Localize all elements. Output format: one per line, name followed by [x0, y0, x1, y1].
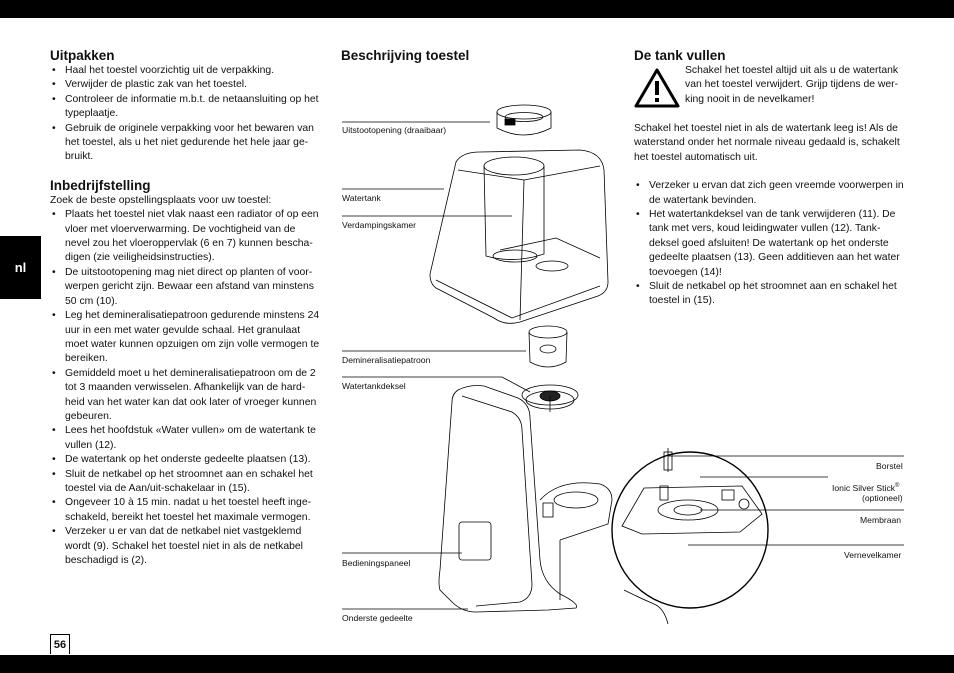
list-item: Controleer de informatie m.b.t. de netaa… [50, 93, 322, 122]
label-brush: Borstel [876, 461, 903, 471]
warning-text: Schakel het toestel altijd uit als u de … [685, 65, 899, 105]
setup-intro: Zoek de beste opstellingsplaats voor uw … [50, 194, 272, 206]
outlet-cap [496, 104, 552, 136]
list-item: Ongeveer 10 à 15 min. nadat u het toeste… [50, 496, 322, 525]
label-nebulizer-chamber: Vernevelkamer [844, 550, 902, 560]
warning-icon [634, 68, 680, 108]
fill-tank-list: Verzeker u ervan dat zich geen vreemde v… [634, 179, 906, 309]
page-number: 56 [50, 634, 70, 654]
top-bar [0, 0, 954, 18]
description-heading: Beschrijving toestel [341, 48, 470, 63]
language-tab: nl [0, 236, 41, 299]
registered-mark: ® [895, 483, 900, 489]
fill-tank-heading: De tank vullen [634, 48, 726, 63]
unpack-list: Haal het toestel voorzichtig uit de verp… [50, 64, 322, 165]
leader-line [342, 376, 531, 393]
list-item: Gemiddeld moet u het demineralisatiepatr… [50, 367, 322, 425]
bottom-bar [0, 655, 954, 673]
label-tank-lid: Watertankdeksel [342, 381, 406, 391]
list-item: De watertank op het onderste gedeelte pl… [50, 453, 322, 468]
label-base: Onderste gedeelte [342, 613, 413, 623]
label-control-panel: Bedieningspaneel [342, 558, 411, 568]
label-membrane: Membraan [860, 515, 902, 525]
label-water-tank: Watertank [342, 193, 381, 203]
list-item: Sluit de netkabel op het stroomnet aan e… [50, 468, 322, 497]
water-tank-drawing [429, 149, 609, 324]
list-item: Het watertankdeksel van de tank verwijde… [634, 208, 906, 280]
setup-heading: Inbedrijfstelling [50, 177, 151, 193]
fill-tank-paragraph: Schakel het toestel niet in als de water… [634, 123, 900, 163]
list-item: Verzeker u er van dat de netkabel niet v… [50, 525, 322, 568]
list-item: Plaats het toestel niet vlak naast een r… [50, 208, 322, 266]
column-right: De tank vullen Schakel het toestel altij… [634, 48, 906, 309]
unpack-heading: Uitpakken [50, 48, 115, 63]
label-ionic-stick: Ionic Silver Stick® [832, 482, 900, 493]
cartridge-drawing [528, 325, 568, 368]
list-item: Verzeker u ervan dat zich geen vreemde v… [634, 179, 906, 208]
detail-zoom-drawing [611, 448, 769, 625]
list-item: Leg het demineralisatiepatroon gedurende… [50, 309, 322, 367]
list-item: Verwijder de plastic zak van het toestel… [50, 78, 322, 93]
setup-list: Plaats het toestel niet vlak naast een r… [50, 208, 322, 568]
label-optional: (optioneel) [862, 493, 903, 503]
tank-lid-drawing [521, 384, 579, 412]
list-item: De uitstootopening mag niet direct op pl… [50, 266, 322, 309]
label-outlet: Uitstootopening (draaibaar) [342, 125, 447, 135]
label-evaporation-chamber: Verdampingskamer [342, 220, 417, 230]
base-unit-drawing [438, 385, 613, 613]
list-item: Haal het toestel voorzichtig uit de verp… [50, 64, 322, 79]
list-item: Sluit de netkabel op het stroomnet aan e… [634, 280, 906, 309]
label-cartridge: Demineralisatiepatroon [342, 355, 431, 365]
list-item: Gebruik de originele verpakking voor het… [50, 122, 322, 165]
column-left: Uitpakken Haal het toestel voorzichtig u… [50, 48, 322, 568]
list-item: Lees het hoofdstuk «Water vullen» om de … [50, 424, 322, 453]
